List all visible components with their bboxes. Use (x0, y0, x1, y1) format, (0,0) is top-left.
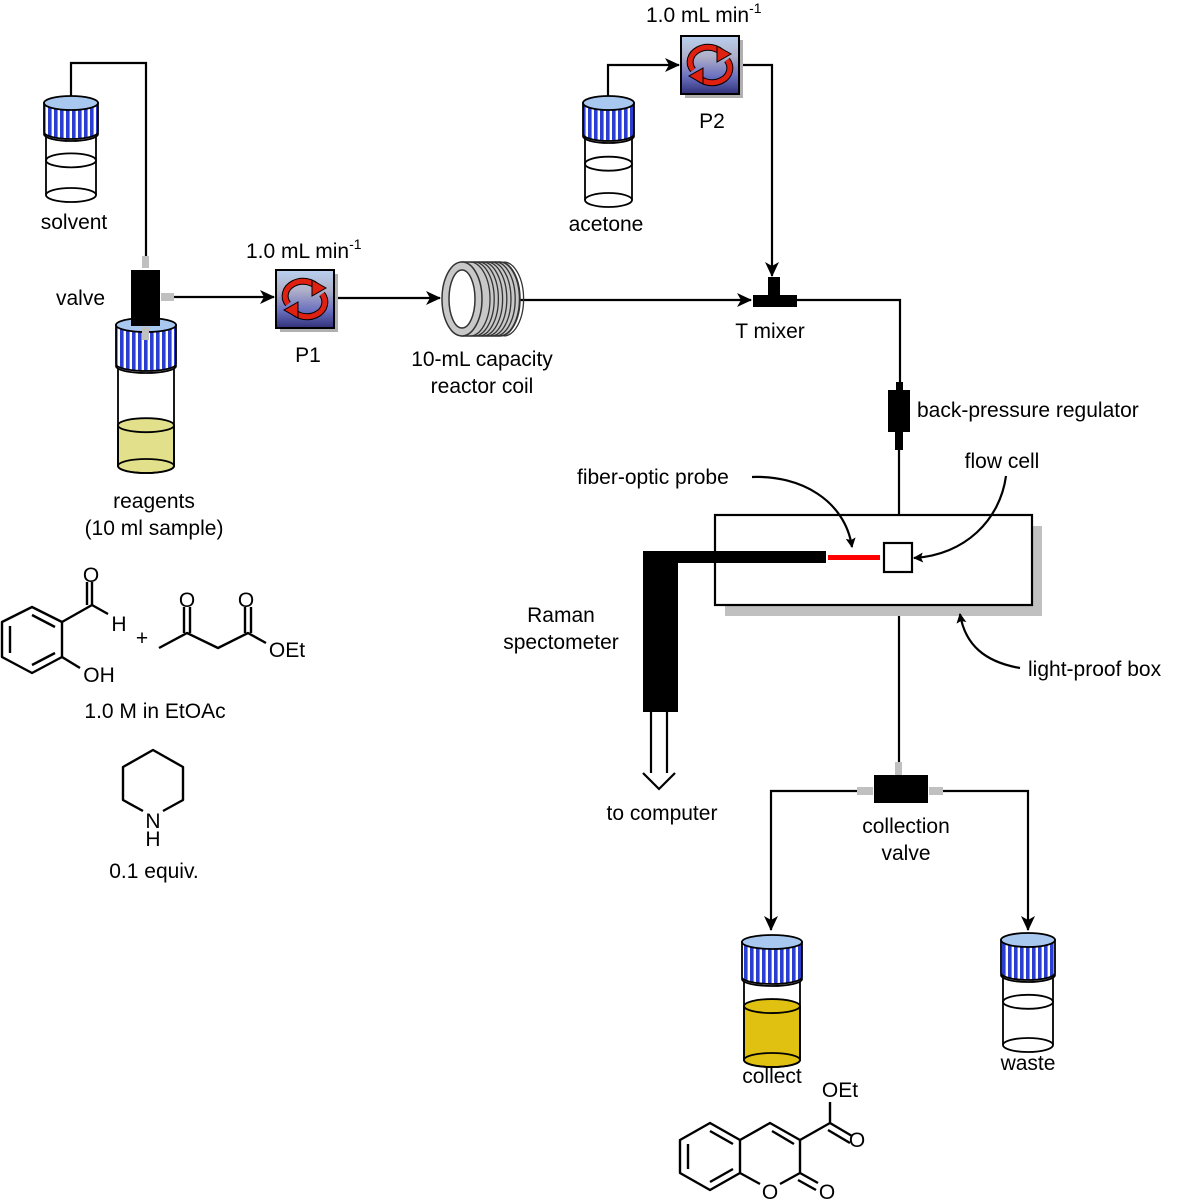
raman-label-2: spectometer (503, 631, 619, 654)
to-computer-arrow (642, 772, 676, 791)
coumarin-product-structure: OEt O O O (678, 1079, 865, 1200)
svg-text:OEt: OEt (269, 639, 305, 662)
acetone-label: acetone (569, 213, 644, 236)
bottle-cap (741, 934, 803, 987)
liquid (743, 1005, 801, 1068)
svg-text:O: O (238, 589, 254, 612)
acetone-bottle (582, 95, 635, 208)
ethyl-acetoacetate-structure: O O OEt (158, 589, 305, 662)
to-computer-label: to computer (607, 802, 718, 825)
raman-spectrometer (642, 551, 880, 791)
flow-cell (882, 541, 914, 574)
labels: solvent valve reagents (10 ml sample) 1.… (41, 0, 1162, 1088)
bottles (43, 95, 1056, 1068)
box-pointer-arrow (956, 613, 1021, 670)
bottle-cap (582, 95, 635, 144)
collect-bottle (741, 934, 803, 1068)
flow-cell-label: flow cell (965, 450, 1040, 473)
laser-beam (828, 555, 880, 560)
svg-text:O: O (849, 1129, 865, 1152)
solvent-label: solvent (41, 211, 108, 234)
valve-to-collect-tube (764, 789, 858, 931)
bottle-cap (115, 317, 177, 374)
tubing (69, 58, 1035, 931)
svg-text:H: H (111, 613, 126, 636)
bpr-label: back-pressure regulator (917, 399, 1139, 422)
salicylaldehyde-structure: O H OH (0, 564, 127, 687)
coil-turn (482, 261, 504, 337)
svg-text:OH: OH (83, 664, 115, 687)
probe-pointer-arrow (751, 475, 856, 548)
coil-turn (474, 261, 495, 337)
p2-to-mixer-tube (739, 63, 779, 277)
reagents-sample-label: (10 ml sample) (85, 517, 224, 540)
svg-text:OEt: OEt (822, 1079, 858, 1102)
svg-text:N: N (145, 810, 160, 833)
coil-turn (490, 261, 512, 337)
svg-text:O: O (179, 589, 195, 612)
solvent-tube (69, 61, 148, 258)
plus-sign: + (136, 627, 148, 650)
t-mixer[interactable] (753, 277, 797, 307)
svg-text:O: O (762, 1181, 778, 1200)
light-proof-box (713, 513, 1042, 616)
light-proof-box-label: light-proof box (1028, 658, 1162, 681)
coil-turn (499, 261, 521, 337)
mixer-to-bpr-tube (797, 298, 902, 384)
back-pressure-regulator[interactable] (888, 382, 910, 450)
inlet-valve[interactable] (131, 256, 174, 340)
reactor-coil (441, 261, 525, 337)
pump-p2[interactable] (680, 35, 743, 98)
coil-turn (478, 261, 500, 337)
svg-text:O: O (83, 564, 99, 587)
coil-turn (486, 261, 508, 337)
reagents-label: reagents (113, 490, 195, 513)
coil-turn (503, 261, 525, 337)
bottle-cap (1000, 932, 1056, 983)
waste-bottle (1000, 932, 1056, 1053)
coil-label-2: reactor coil (431, 375, 534, 398)
coil-turn (495, 261, 516, 337)
circular-arrows-icon (686, 43, 734, 87)
bottle-cap (43, 95, 99, 142)
catalyst-equiv-label: 0.1 equiv. (109, 860, 199, 883)
collection-valve-label: collection (862, 815, 950, 838)
fiber-probe-label: fiber-optic probe (577, 466, 729, 489)
valve-to-waste-tube (943, 789, 1035, 931)
coil-label: 10-mL capacity (411, 348, 553, 371)
raman-label: Raman (527, 604, 595, 627)
svg-text:H: H (145, 828, 160, 851)
collection-valve-label-2: valve (881, 842, 930, 865)
acetone-to-p2-tube (606, 58, 680, 98)
pump-p1[interactable] (275, 269, 338, 332)
p2-flow-label: 1.0 mL min-1 (646, 0, 762, 27)
p1-flow-label: 1.0 mL min-1 (246, 236, 362, 263)
collection-valve[interactable] (857, 762, 943, 803)
piperidine-structure: N H (121, 748, 185, 851)
reagents-bottle (115, 317, 177, 474)
p1-label: P1 (295, 344, 321, 367)
collect-label: collect (742, 1065, 802, 1088)
concentration-label: 1.0 M in EtOAc (84, 700, 225, 723)
svg-text:O: O (819, 1181, 835, 1200)
solvent-bottle (43, 95, 99, 203)
flowcell-pointer-arrow (913, 475, 1008, 563)
circular-arrows-icon (281, 277, 329, 321)
valve-label: valve (56, 287, 105, 310)
waste-label: waste (1000, 1052, 1056, 1075)
coil-turn (469, 261, 491, 337)
t-mixer-label: T mixer (735, 320, 805, 343)
p2-label: P2 (699, 110, 725, 133)
